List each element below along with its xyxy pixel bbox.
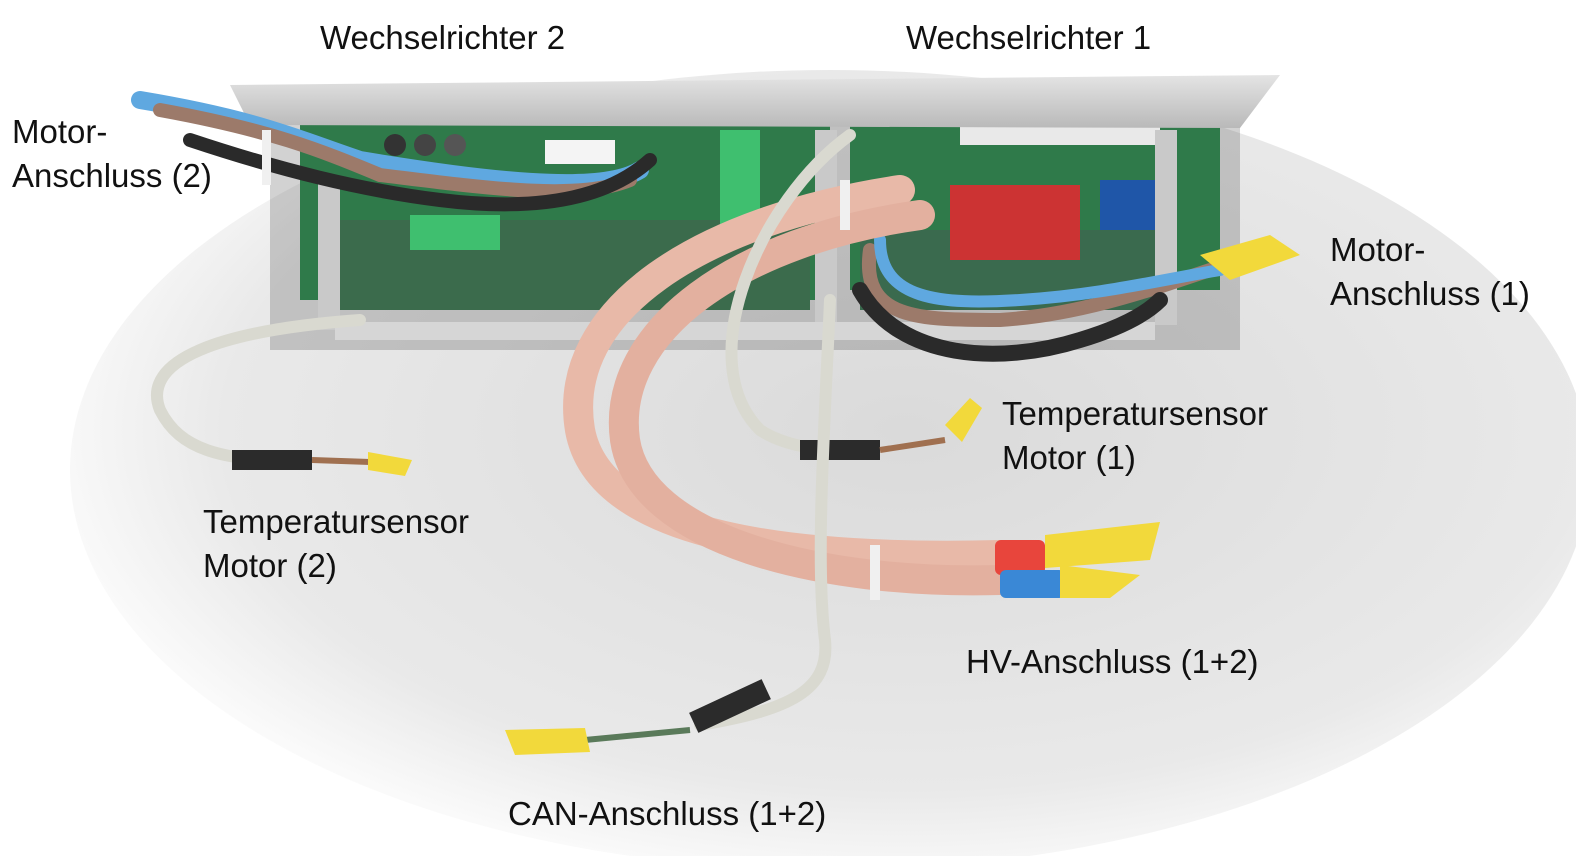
temp-sensor-2-sleeve (232, 450, 312, 470)
motor-port-1-line2: Anschluss (1) (1330, 275, 1530, 312)
temp-sensor-2-cable (151, 314, 366, 468)
temp-sensor-1-line2: Motor (1) (1002, 439, 1136, 476)
motor-1-wire-black (852, 282, 1168, 362)
temp-sensor-1-label: Temperatursensor Motor (1) (1002, 392, 1268, 480)
can-cable (694, 294, 836, 731)
motor-1-wire-blue (874, 234, 1226, 308)
hv-cable (608, 200, 1015, 596)
motor-port-2-line2: Anschluss (2) (12, 157, 212, 194)
hv-cable (563, 175, 1015, 571)
dc-link-capacitor (950, 185, 1080, 260)
can-port-label: CAN-Anschluss (1+2) (508, 795, 827, 832)
terminal-block (410, 215, 500, 250)
component-blue (1100, 180, 1160, 230)
motor-port-2-label: Motor- Anschluss (2) (12, 110, 212, 198)
inverter-1-label: Wechselrichter 1 (906, 19, 1152, 56)
motor-port-1-line1: Motor- (1330, 231, 1426, 268)
motor-1-wire-brown (861, 243, 1217, 328)
temp-sensor-2-label: Temperatursensor Motor (2) (203, 500, 469, 588)
hv-tape (1045, 522, 1160, 568)
temp-sensor-1-line1: Temperatursensor (1002, 395, 1268, 432)
can-tape (505, 728, 590, 755)
capacitor (384, 134, 406, 156)
temp-sensor-1-wires (879, 437, 946, 453)
motor-port-2-line1: Motor- (12, 113, 108, 150)
can-wires (584, 727, 691, 743)
motor-1-tape (1200, 235, 1300, 280)
capacitor (414, 134, 436, 156)
temp-sensor-2-line2: Motor (2) (203, 547, 337, 584)
cable-tie (840, 180, 850, 230)
temp-sensor-1-sleeve (800, 440, 880, 460)
cable-tie (870, 545, 880, 600)
hv-port-label: HV-Anschluss (1+2) (966, 643, 1259, 680)
temp-sensor-2-tape (368, 452, 412, 476)
hv-sleeve-red (995, 540, 1045, 575)
base-rail (335, 322, 1155, 340)
label-sticker (545, 140, 615, 164)
hv-sleeve-blue (1000, 570, 1065, 598)
cable-tie (262, 130, 271, 185)
temp-sensor-2-line1: Temperatursensor (203, 503, 469, 540)
frame-post (318, 180, 340, 330)
temp-sensor-2-wires (311, 457, 371, 465)
heat-sink (230, 75, 1280, 128)
motor-port-1-label: Motor- Anschluss (1) (1330, 228, 1530, 316)
can-sleeve (689, 679, 771, 733)
hv-tape (1060, 565, 1140, 598)
inverter-2-label: Wechselrichter 2 (320, 19, 566, 56)
temp-sensor-1-tape (945, 398, 982, 442)
capacitor (444, 134, 466, 156)
